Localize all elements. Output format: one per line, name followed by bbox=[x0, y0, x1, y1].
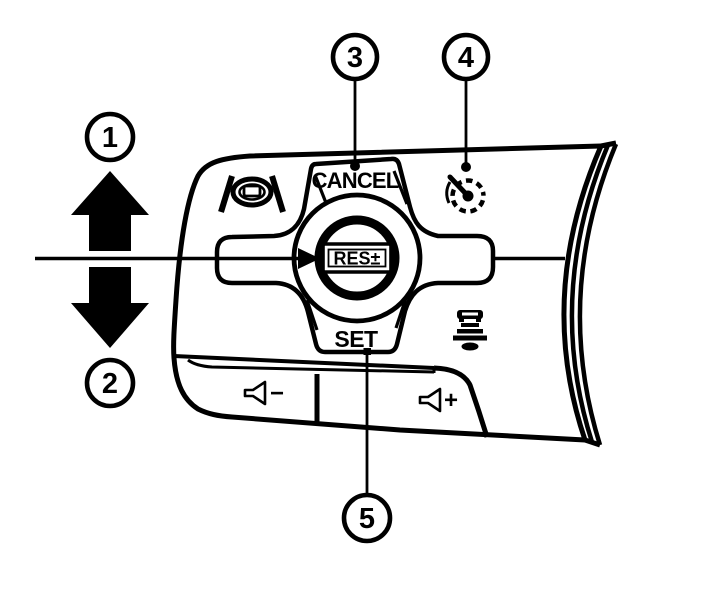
up-arrow bbox=[71, 171, 149, 251]
speed-limiter-gauge-icon bbox=[445, 174, 486, 214]
callout-2: 2 bbox=[84, 357, 136, 409]
cruise-pad: CANCEL SET RES± bbox=[214, 156, 496, 355]
set-button-label: SET bbox=[334, 326, 378, 352]
lane-assist-icon bbox=[218, 175, 286, 213]
callout-5-number: 5 bbox=[359, 503, 375, 535]
right-arrowhead bbox=[298, 248, 320, 269]
wheel-rim bbox=[569, 140, 619, 448]
callout-3: 3 bbox=[330, 32, 380, 171]
cancel-button-label: CANCEL bbox=[312, 168, 399, 193]
callout-2-number: 2 bbox=[102, 368, 118, 400]
following-distance-icon bbox=[453, 310, 487, 351]
callout-4: 4 bbox=[441, 32, 491, 172]
callout-1-number: 1 bbox=[102, 122, 118, 154]
volume-down-button: − bbox=[243, 380, 284, 407]
tilt-indicator: 1 2 bbox=[35, 111, 565, 409]
speaker-minus-icon bbox=[243, 380, 267, 406]
callout-1: 1 bbox=[84, 111, 136, 163]
speaker-plus-icon bbox=[418, 387, 442, 413]
resume-button-label: RES± bbox=[334, 249, 381, 269]
callout-4-number: 4 bbox=[458, 42, 474, 74]
volume-up-sign: + bbox=[444, 387, 458, 414]
volume-up-button: + bbox=[418, 387, 458, 414]
volume-strip bbox=[173, 354, 490, 438]
callout-3-number: 3 bbox=[347, 42, 363, 74]
resume-button: RES± bbox=[321, 242, 393, 274]
volume-down-sign: − bbox=[270, 380, 284, 407]
down-arrow bbox=[71, 267, 149, 348]
callout-5: 5 bbox=[341, 348, 393, 544]
